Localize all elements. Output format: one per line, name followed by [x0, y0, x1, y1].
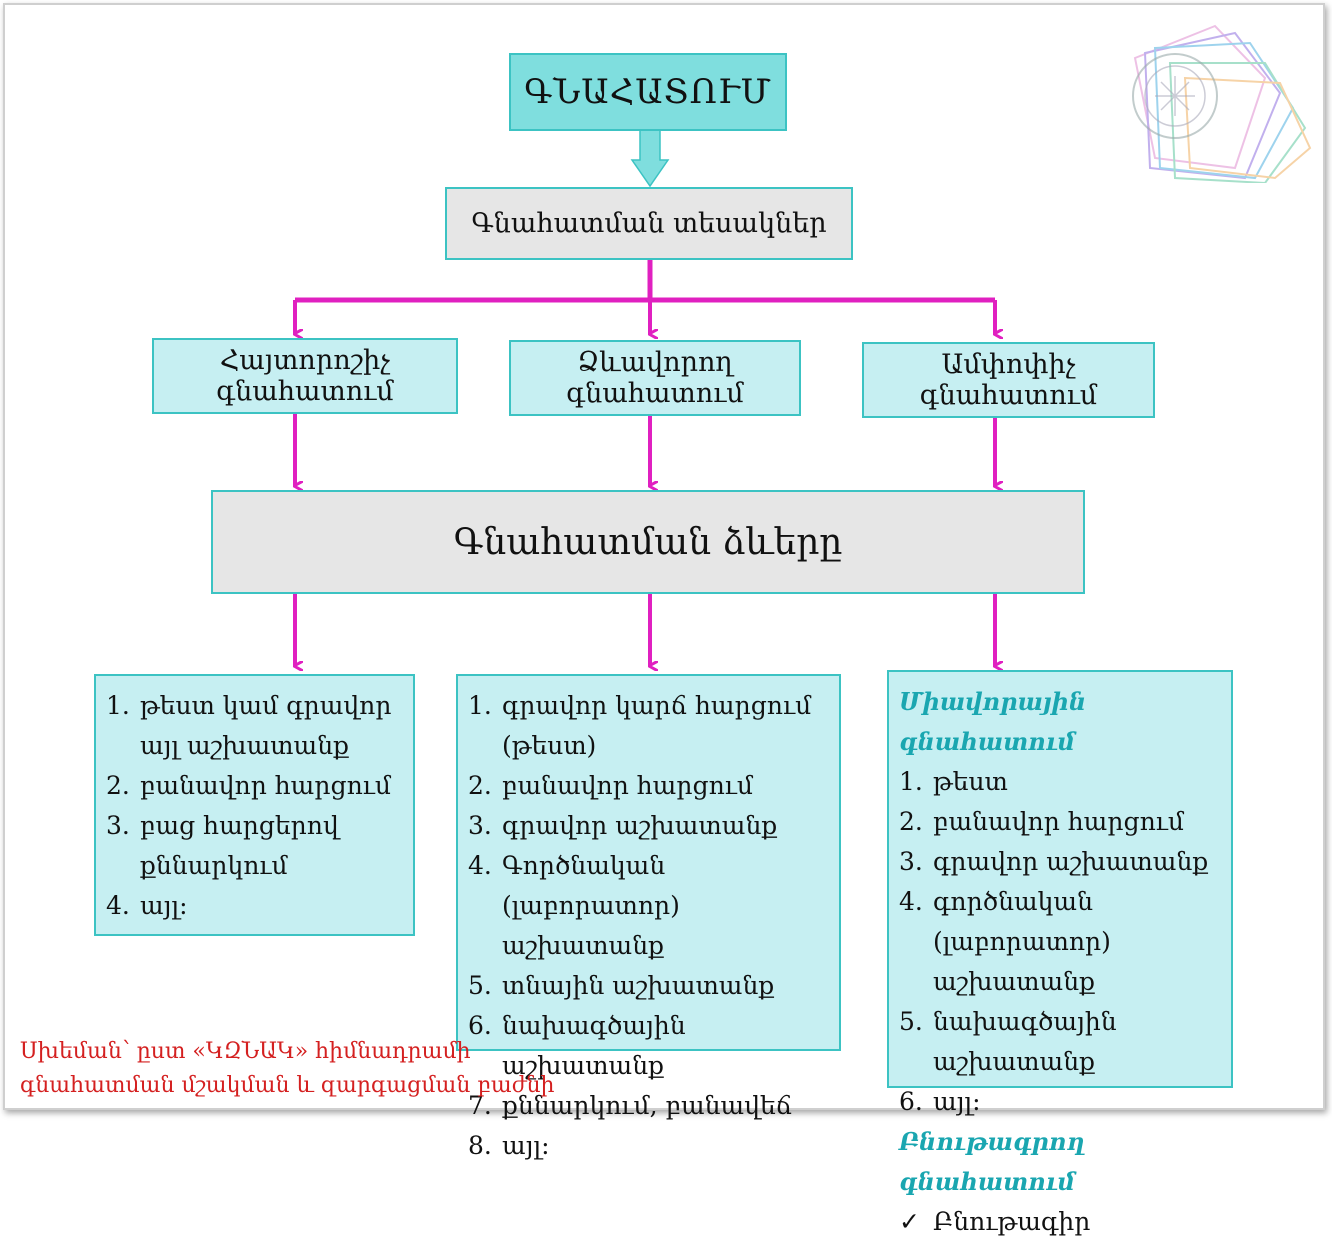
forms-label-box: Գնահատման ձևերը [211, 490, 1085, 594]
type-box-summative: Ամփոփիչ գնահատում [862, 342, 1155, 418]
connector-arrows [293, 129, 1332, 1117]
page-frame [3, 3, 1325, 1110]
list-item: 4.այլ: [106, 891, 188, 920]
list-item: 6.այլ: [899, 1087, 981, 1116]
forms-list-diagnostic: 1.թեստ կամ գրավոր այլ աշխատանք 2.բանավոր… [94, 674, 415, 936]
logo-emblem [1132, 24, 1312, 183]
title-down-arrow [630, 129, 670, 188]
source-note: Սխեման՝ ըստ «ԿԶՆԱԿ» հիմնադրամի գնահատման… [20, 1035, 555, 1103]
list-item: 3.գրավոր աշխատանք [468, 811, 778, 840]
forms-list-formative: 1.գրավոր կարճ հարցում (թեստ) 2.բանավոր հ… [456, 674, 841, 1160]
forms-list-summative: Միավորային գնահատում 1.թեստ 2.բանավոր հա… [887, 670, 1233, 1236]
type-summative-text: Ամփոփիչ գնահատում [919, 349, 1098, 411]
points-assessment-heading: Միավորային գնահատում [899, 687, 1087, 756]
list-item: 4.Գործնական (լաբորատոր) աշխատանք [468, 851, 680, 960]
check-list-item: ✓Բնութագիր [899, 1202, 1090, 1242]
list-item: 7.քննարկում, բանավեճ [468, 1091, 793, 1120]
list-item: 2.բանավոր հարցում [106, 771, 391, 800]
list-item: 3.գրավոր աշխատանք [899, 847, 1209, 876]
forms-label-text: Գնահատման ձևերը [453, 521, 843, 563]
list-item: 2.բանավոր հարցում [468, 771, 753, 800]
type-box-diagnostic: Հայտորոշիչ գնահատում [152, 338, 458, 414]
source-note-line1: Սխեման՝ ըստ «ԿԶՆԱԿ» հիմնադրամի [20, 1039, 471, 1064]
list-item: 5.նախագծային աշխատանք [899, 1007, 1117, 1076]
list-item: 2.բանավոր հարցում [899, 807, 1184, 836]
source-note-line2: գնահատման մշակման և զարգացման բաժնի [20, 1073, 555, 1098]
list-item: 1.թեստ կամ գրավոր այլ աշխատանք [106, 691, 392, 760]
list-item: 1.թեստ [899, 767, 1008, 796]
list-item: 8.այլ: [468, 1131, 550, 1160]
type-box-formative: Ձևավորող գնահատում [509, 340, 801, 416]
types-label-box: Գնահատման տեսակներ [445, 187, 853, 260]
list-item: 5.տնային աշխատանք [468, 971, 775, 1000]
title-box: ԳՆԱՀԱՏՈՒՄ [509, 53, 787, 131]
descriptive-assessment-heading: Բնութագրող գնահատում [899, 1127, 1085, 1196]
list-item: 1.գրավոր կարճ հարցում (թեստ) [468, 691, 812, 760]
list-item: 3.բաց հարցերով քննարկում [106, 811, 339, 880]
type-diagnostic-text: Հայտորոշիչ գնահատում [216, 345, 394, 407]
list-item: 4.գործնական (լաբորատոր) աշխատանք [899, 887, 1111, 996]
title-text: ԳՆԱՀԱՏՈՒՄ [524, 72, 772, 112]
check-icon: ✓ [899, 1207, 920, 1236]
type-formative-text: Ձևավորող գնահատում [566, 347, 744, 409]
list-item: 6.նախագծային աշխատանք [468, 1011, 686, 1080]
types-label-text: Գնահատման տեսակներ [471, 208, 827, 239]
